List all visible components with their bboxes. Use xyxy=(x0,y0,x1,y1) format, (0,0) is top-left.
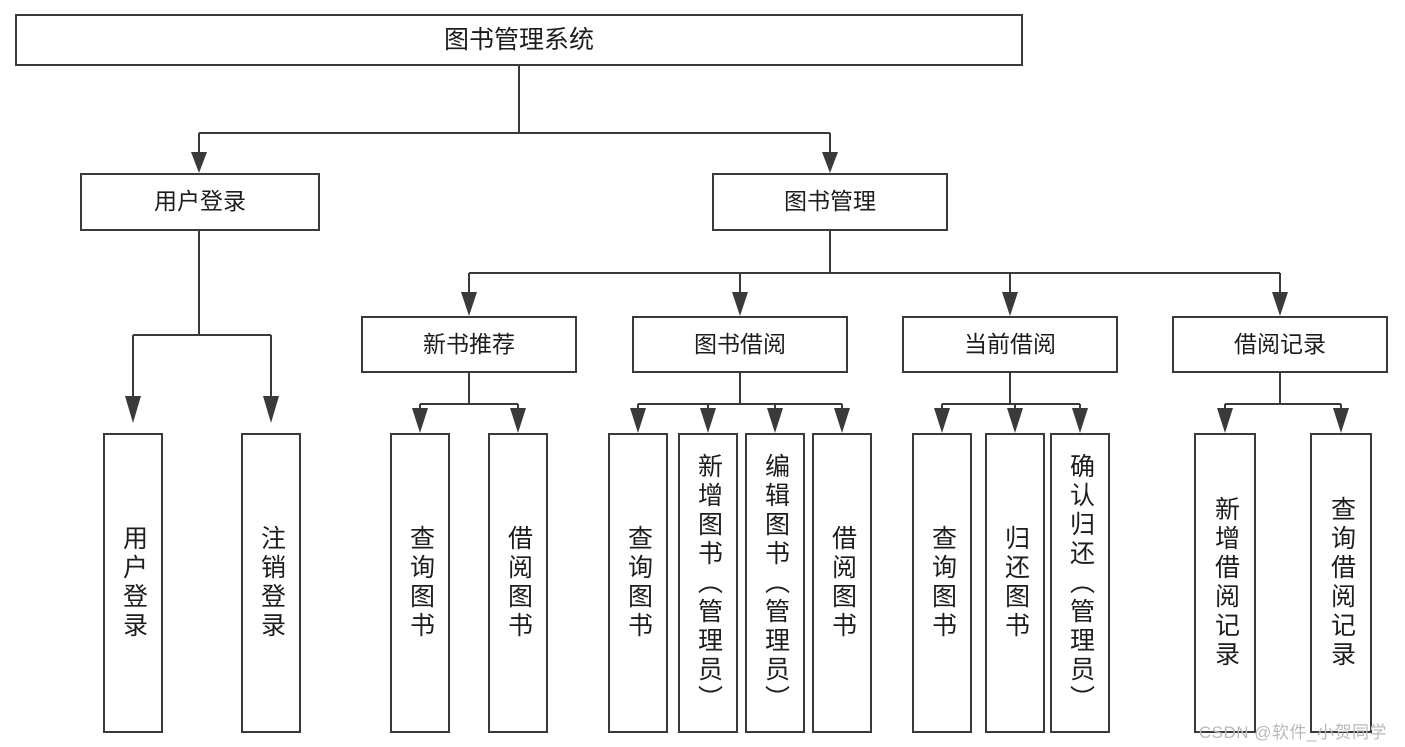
leaf-book-borrow-edit[interactable]: 编辑图书（管理员） xyxy=(745,433,805,733)
leaf-book-borrow-lend[interactable]: 借阅图书 xyxy=(812,433,872,733)
arrowhead-nb-leaf-2 xyxy=(510,408,526,433)
node-label: 查询图书 xyxy=(928,525,957,641)
leaf-borrow-record-add[interactable]: 新增借阅记录 xyxy=(1194,433,1256,733)
node-label: 查询图书 xyxy=(624,525,653,641)
arrowhead-borrow-record xyxy=(1272,292,1288,316)
leaf-user-login-login[interactable]: 用户登录 xyxy=(103,433,163,733)
node-root-system[interactable]: 图书管理系统 xyxy=(15,14,1023,66)
node-label: 用户登录 xyxy=(119,525,148,641)
node-label: 图书管理系统 xyxy=(443,26,594,54)
node-new-book-recommend[interactable]: 新书推荐 xyxy=(361,316,577,373)
arrowhead-user-login xyxy=(191,152,207,173)
leaf-user-login-logout[interactable]: 注销登录 xyxy=(241,433,301,733)
node-label: 归还图书 xyxy=(1001,525,1030,641)
arrowhead-bb-leaf-2 xyxy=(700,408,716,433)
arrowhead-book-borrow xyxy=(732,292,748,316)
leaf-new-book-borrow[interactable]: 借阅图书 xyxy=(488,433,548,733)
arrowhead-br-leaf-1 xyxy=(1217,408,1233,433)
node-borrow-record[interactable]: 借阅记录 xyxy=(1172,316,1388,373)
node-label: 注销登录 xyxy=(257,525,286,641)
arrowhead-cb-leaf-3 xyxy=(1072,408,1088,433)
leaf-current-borrow-query[interactable]: 查询图书 xyxy=(912,433,972,733)
node-user-login[interactable]: 用户登录 xyxy=(80,173,320,231)
node-label: 新增图书（管理员） xyxy=(694,452,723,714)
node-label: 查询借阅记录 xyxy=(1327,496,1356,670)
arrowhead-cb-leaf-2 xyxy=(1007,408,1023,433)
leaf-new-book-query[interactable]: 查询图书 xyxy=(390,433,450,733)
node-label: 确认归还（管理员） xyxy=(1066,452,1095,714)
arrowhead-ul-leaf-2 xyxy=(263,396,279,423)
watermark: CSDN @软件_小贺同学 xyxy=(1198,723,1387,742)
arrowhead-br-leaf-2 xyxy=(1333,408,1349,433)
node-label: 图书管理 xyxy=(784,188,876,215)
node-current-borrow[interactable]: 当前借阅 xyxy=(902,316,1118,373)
arrowhead-ul-leaf-1 xyxy=(125,396,141,423)
arrowhead-nb-leaf-1 xyxy=(412,408,428,433)
leaf-current-borrow-confirm-return[interactable]: 确认归还（管理员） xyxy=(1050,433,1110,733)
node-label: 借阅图书 xyxy=(504,525,533,641)
arrowhead-bb-leaf-1 xyxy=(630,408,646,433)
node-label: 图书借阅 xyxy=(694,330,786,357)
leaf-borrow-record-query[interactable]: 查询借阅记录 xyxy=(1310,433,1372,733)
arrowhead-book-manage xyxy=(822,152,838,173)
node-label: 查询图书 xyxy=(406,525,435,641)
arrowhead-cb-leaf-1 xyxy=(934,408,950,433)
node-label: 编辑图书（管理员） xyxy=(761,452,790,714)
node-label: 当前借阅 xyxy=(964,330,1056,357)
node-label: 新增借阅记录 xyxy=(1211,496,1240,670)
arrowhead-bb-leaf-4 xyxy=(834,408,850,433)
node-label: 借阅图书 xyxy=(828,525,857,641)
node-book-management[interactable]: 图书管理 xyxy=(712,173,948,231)
arrowhead-new-book xyxy=(461,292,477,316)
leaf-book-borrow-add[interactable]: 新增图书（管理员） xyxy=(678,433,738,733)
arrowhead-bb-leaf-3 xyxy=(767,408,783,433)
node-book-borrow[interactable]: 图书借阅 xyxy=(632,316,848,373)
leaf-current-borrow-return[interactable]: 归还图书 xyxy=(985,433,1045,733)
arrowhead-current-borrow xyxy=(1002,292,1018,316)
node-label: 用户登录 xyxy=(154,188,246,215)
node-label: 新书推荐 xyxy=(423,330,515,357)
node-label: 借阅记录 xyxy=(1234,330,1326,357)
leaf-book-borrow-query[interactable]: 查询图书 xyxy=(608,433,668,733)
